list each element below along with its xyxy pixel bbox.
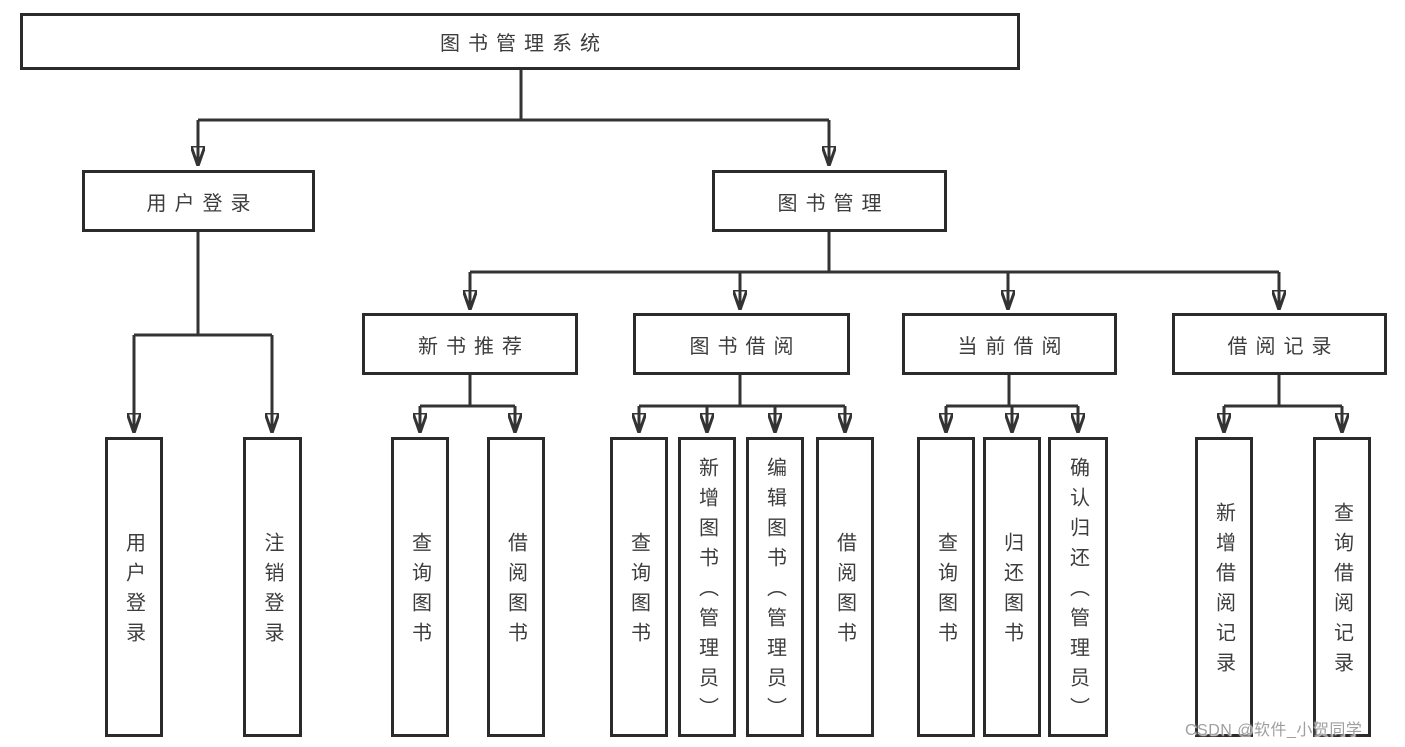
leaf-cb-return-books-label: 归还图书	[1000, 532, 1023, 652]
leaf-bb-borrow-books-label: 借阅图书	[833, 532, 856, 652]
leaf-logout-label: 注销登录	[261, 532, 283, 652]
leaf-br-query-record: 查询借阅记录	[1313, 437, 1371, 737]
leaf-bb-add-books-admin: 新增图书（管理员）	[678, 437, 736, 737]
leaf-nbr-borrow-books-label: 借阅图书	[504, 532, 527, 652]
leaf-cb-confirm-return-admin: 确认归还（管理员）	[1048, 437, 1108, 737]
leaf-br-add-record: 新增借阅记录	[1195, 437, 1253, 737]
csdn-watermark: CSDN @软件_小贺同学	[1185, 722, 1363, 739]
node-new-book-rec-label: 新书推荐	[418, 335, 530, 358]
node-current-borrow: 当前借阅	[902, 313, 1117, 375]
leaf-nbr-borrow-books: 借阅图书	[487, 437, 545, 737]
leaf-bb-add-books-admin-label: 新增图书（管理员）	[695, 457, 718, 727]
node-book-borrow-label: 图书借阅	[689, 335, 802, 358]
leaf-cb-confirm-return-admin-label: 确认归还（管理员）	[1066, 457, 1089, 727]
leaf-cb-query-books-label: 查询图书	[934, 532, 957, 652]
node-root: 图书管理系统	[20, 13, 1020, 70]
leaf-nbr-query-books: 查询图书	[391, 437, 449, 737]
node-book-mgmt-label: 图书管理	[777, 192, 890, 215]
leaf-logout: 注销登录	[243, 437, 302, 737]
node-book-mgmt: 图书管理	[712, 170, 947, 232]
node-borrow-records: 借阅记录	[1172, 313, 1387, 375]
node-user-login-label: 用户登录	[146, 192, 259, 215]
node-new-book-rec: 新书推荐	[362, 313, 578, 375]
node-user-login: 用户登录	[82, 170, 315, 232]
leaf-cb-query-books: 查询图书	[917, 437, 975, 737]
leaf-bb-query-books-label: 查询图书	[627, 532, 650, 652]
leaf-nbr-query-books-label: 查询图书	[408, 532, 431, 652]
node-book-borrow: 图书借阅	[633, 313, 850, 375]
leaf-bb-edit-books-admin-label: 编辑图书（管理员）	[763, 457, 786, 727]
leaf-user-login: 用户登录	[105, 437, 163, 737]
leaf-bb-query-books: 查询图书	[610, 437, 668, 737]
leaf-bb-edit-books-admin: 编辑图书（管理员）	[746, 437, 804, 737]
leaf-br-add-record-label: 新增借阅记录	[1212, 502, 1235, 682]
leaf-user-login-label: 用户登录	[122, 532, 145, 652]
node-borrow-records-label: 借阅记录	[1227, 335, 1340, 358]
leaf-bb-borrow-books: 借阅图书	[816, 437, 874, 737]
leaf-cb-return-books: 归还图书	[983, 437, 1041, 737]
node-current-borrow-label: 当前借阅	[957, 335, 1070, 358]
node-root-label: 图书管理系统	[440, 33, 608, 55]
leaf-br-query-record-label: 查询借阅记录	[1330, 502, 1353, 682]
